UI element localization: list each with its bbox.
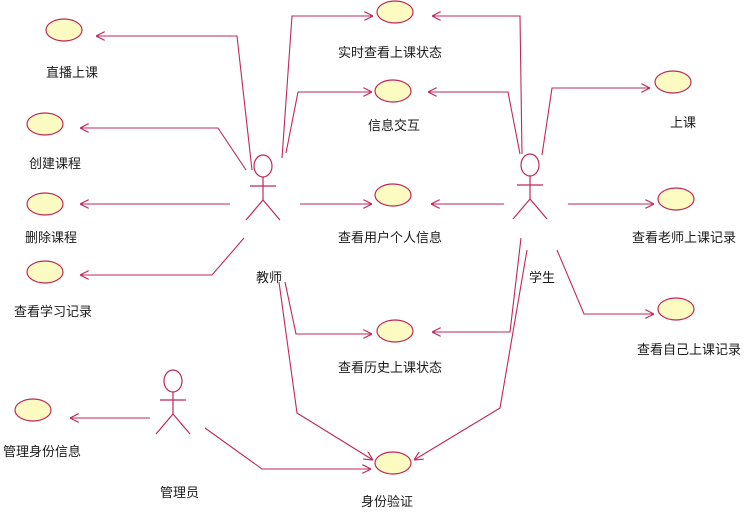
svg-text:上课: 上课 bbox=[670, 116, 696, 131]
edge-teacher-verify bbox=[278, 281, 373, 460]
svg-text:身份验证: 身份验证 bbox=[361, 494, 413, 510]
svg-text:查看学习记录: 查看学习记录 bbox=[14, 304, 92, 320]
usecase-manage-identity: 管理身份信息 bbox=[3, 398, 81, 460]
svg-text:删除课程: 删除课程 bbox=[25, 231, 77, 246]
usecase-view-teacher-records: 查看老师上课记录 bbox=[632, 187, 736, 246]
usecase-view-personal-info: 查看用户个人信息 bbox=[338, 183, 442, 246]
usecase-identity-verify: 身份验证 bbox=[361, 451, 413, 510]
usecase-view-own-records: 查看自己上课记录 bbox=[637, 297, 741, 358]
usecase-live: 直播上课 bbox=[45, 18, 98, 81]
actor-student-label: 学生 bbox=[529, 270, 555, 286]
edge-student-verify bbox=[414, 249, 528, 460]
edge-teacher-history bbox=[284, 281, 372, 334]
usecase-create-course: 创建课程 bbox=[26, 112, 81, 172]
usecase-realtime-status: 实时查看上课状态 bbox=[338, 0, 442, 61]
edge-teacher-live bbox=[96, 36, 253, 171]
svg-text:直播上课: 直播上课 bbox=[46, 66, 98, 81]
edge-admin-verify bbox=[204, 427, 371, 469]
svg-text:查看历史上课状态: 查看历史上课状态 bbox=[338, 360, 442, 376]
svg-text:查看用户个人信息: 查看用户个人信息 bbox=[338, 230, 442, 246]
svg-text:信息交互: 信息交互 bbox=[368, 118, 420, 134]
edge-student-own-records bbox=[556, 249, 654, 314]
usecase-view-study-records: 查看学习记录 bbox=[14, 260, 92, 320]
usecase-info-exchange: 信息交互 bbox=[368, 79, 420, 134]
edge-student-history bbox=[432, 237, 522, 332]
svg-text:实时查看上课状态: 实时查看上课状态 bbox=[338, 45, 442, 61]
usecase-attend-class: 上课 bbox=[654, 70, 696, 131]
actor-teacher bbox=[245, 154, 281, 221]
edge-teacher-create bbox=[80, 128, 247, 171]
edge-student-attend bbox=[541, 88, 650, 156]
actor-admin bbox=[155, 369, 191, 435]
usecase-delete-course: 删除课程 bbox=[25, 192, 77, 246]
svg-text:管理身份信息: 管理身份信息 bbox=[3, 444, 81, 460]
edge-student-realtime bbox=[432, 16, 523, 155]
edge-teacher-study bbox=[80, 237, 245, 275]
actor-teacher-label: 教师 bbox=[256, 270, 282, 286]
edge-teacher-info bbox=[285, 92, 372, 154]
svg-text:查看老师上课记录: 查看老师上课记录 bbox=[632, 230, 736, 246]
usecase-history-status: 查看历史上课状态 bbox=[338, 319, 442, 376]
svg-text:创建课程: 创建课程 bbox=[29, 157, 81, 172]
edge-teacher-realtime bbox=[281, 16, 373, 159]
actor-student bbox=[512, 153, 548, 220]
actor-admin-label: 管理员 bbox=[160, 486, 199, 501]
svg-text:查看自己上课记录: 查看自己上课记录 bbox=[637, 342, 741, 358]
edge-student-info bbox=[428, 92, 521, 155]
